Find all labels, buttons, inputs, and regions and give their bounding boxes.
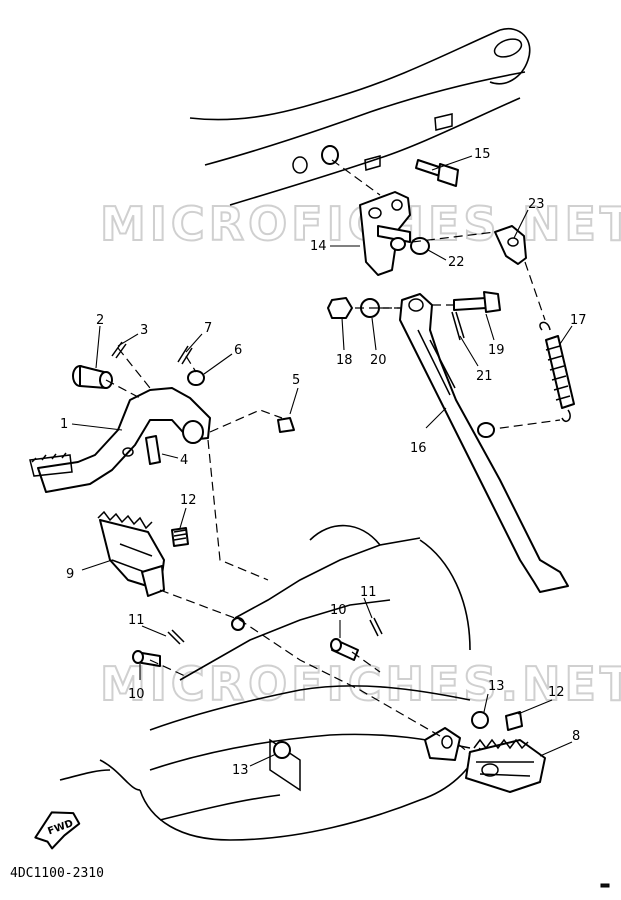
lower-frame-outline bbox=[59, 524, 481, 841]
callout-16: 16 bbox=[410, 441, 427, 456]
cotter-pin bbox=[177, 345, 193, 365]
callout-21: 21 bbox=[476, 369, 493, 384]
callout-7: 7 bbox=[204, 321, 212, 336]
callout-10: 10 bbox=[330, 603, 347, 618]
callout-11: 11 bbox=[128, 613, 145, 628]
callout-4: 4 bbox=[180, 453, 188, 468]
callout-9: 9 bbox=[66, 567, 74, 582]
cotter-pin bbox=[451, 311, 465, 341]
cotter-pin bbox=[369, 617, 383, 637]
cotter-pin bbox=[167, 629, 185, 645]
side-stand bbox=[399, 293, 569, 593]
washer-6 bbox=[187, 370, 205, 386]
callout-8: 8 bbox=[572, 729, 580, 744]
return-spring bbox=[145, 435, 161, 465]
callout-13: 13 bbox=[232, 763, 249, 778]
callout-5: 5 bbox=[292, 373, 300, 388]
bolt-19 bbox=[453, 291, 501, 313]
callout-12: 12 bbox=[548, 685, 565, 700]
corner-mark bbox=[600, 883, 610, 888]
footrest-spring bbox=[171, 527, 189, 547]
callout-6: 6 bbox=[234, 343, 242, 358]
callout-12: 12 bbox=[180, 493, 197, 508]
callout-23: 23 bbox=[528, 197, 545, 212]
left-footrest bbox=[97, 510, 165, 597]
callout-3: 3 bbox=[140, 323, 148, 338]
fwd-arrow-icon: FWD bbox=[34, 811, 81, 850]
callout-14: 14 bbox=[310, 239, 327, 254]
bolt-15 bbox=[415, 159, 459, 187]
drawing-code: 4DC1100-2310 bbox=[10, 866, 104, 881]
stand-spring bbox=[539, 321, 575, 422]
callout-labels: 15 23 14 22 17 18 20 19 21 2 3 7 6 1 5 1… bbox=[60, 147, 587, 778]
pivot-shaft bbox=[72, 365, 113, 389]
callout-1: 1 bbox=[60, 417, 68, 432]
washer-13 bbox=[471, 711, 489, 729]
brake-pedal bbox=[37, 387, 211, 493]
callout-15: 15 bbox=[474, 147, 491, 162]
callout-11: 11 bbox=[360, 585, 377, 600]
callout-22: 22 bbox=[448, 255, 465, 270]
clevis-pin bbox=[277, 417, 295, 433]
right-footrest bbox=[465, 738, 546, 793]
callout-13: 13 bbox=[488, 679, 505, 694]
callout-2: 2 bbox=[96, 313, 104, 328]
leader-lines bbox=[71, 155, 573, 767]
callout-19: 19 bbox=[488, 343, 505, 358]
footrest-spring bbox=[505, 711, 523, 731]
callout-17: 17 bbox=[570, 313, 587, 328]
callout-20: 20 bbox=[370, 353, 387, 368]
swingarm-outline bbox=[189, 27, 531, 206]
washer-13 bbox=[273, 741, 291, 759]
callout-18: 18 bbox=[336, 353, 353, 368]
nut-18 bbox=[327, 297, 353, 319]
watermark: MICROFICHES.NET bbox=[100, 657, 621, 711]
callout-10: 10 bbox=[128, 687, 145, 702]
